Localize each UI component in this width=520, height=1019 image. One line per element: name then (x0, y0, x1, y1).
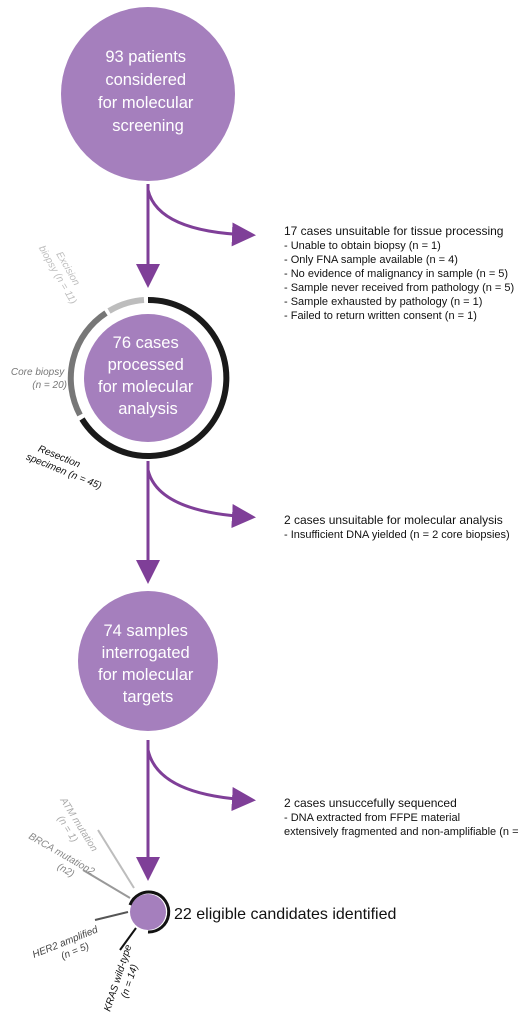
ring-label-core: Core biopsy (n = 20) (11, 367, 67, 391)
stage-1-circle (61, 7, 235, 181)
stage-2-circle (84, 314, 212, 442)
branch-label-kras: KRAS wild-type (n = 14) (102, 941, 146, 1017)
branch-line-atm (97, 829, 135, 889)
arrow-3-branch (146, 749, 256, 812)
final-circle (130, 894, 166, 930)
exclusion-3: 2 cases unsuccefully sequenced - DNA ext… (284, 794, 520, 838)
branch-line-her2 (94, 911, 129, 921)
stage-3-circle (78, 591, 218, 731)
final-ring-arc (128, 890, 171, 934)
arrow-2-branch (146, 469, 256, 529)
final-label: 22 eligible candidates identified (174, 906, 396, 923)
ring-segment-resection (79, 296, 230, 459)
branch-label-her2: HER2 amplified (n = 5) (31, 924, 107, 972)
branch-line-kras (119, 927, 137, 951)
ring-segment-excision (107, 297, 145, 314)
ring-label-resection: Resection specimen (n = 45) (24, 441, 107, 492)
exclusion-1: 17 cases unsuitable for tissue processin… (284, 222, 519, 322)
ring-label-excision: Excision biopsy (n = 11) (36, 238, 89, 306)
ring-segment-core (67, 310, 108, 417)
arrow-1-branch (146, 189, 256, 247)
stage-2-label: 76 cases processed for molecular analysi… (98, 334, 198, 418)
exclusion-2: 2 cases unsuitable for molecular analysi… (284, 511, 510, 541)
stage-1-label: 93 patients considered for molecular scr… (98, 48, 198, 135)
branch-line-brca (82, 869, 131, 899)
stage-3-label: 74 samples interrogated for molecular ta… (98, 622, 198, 706)
